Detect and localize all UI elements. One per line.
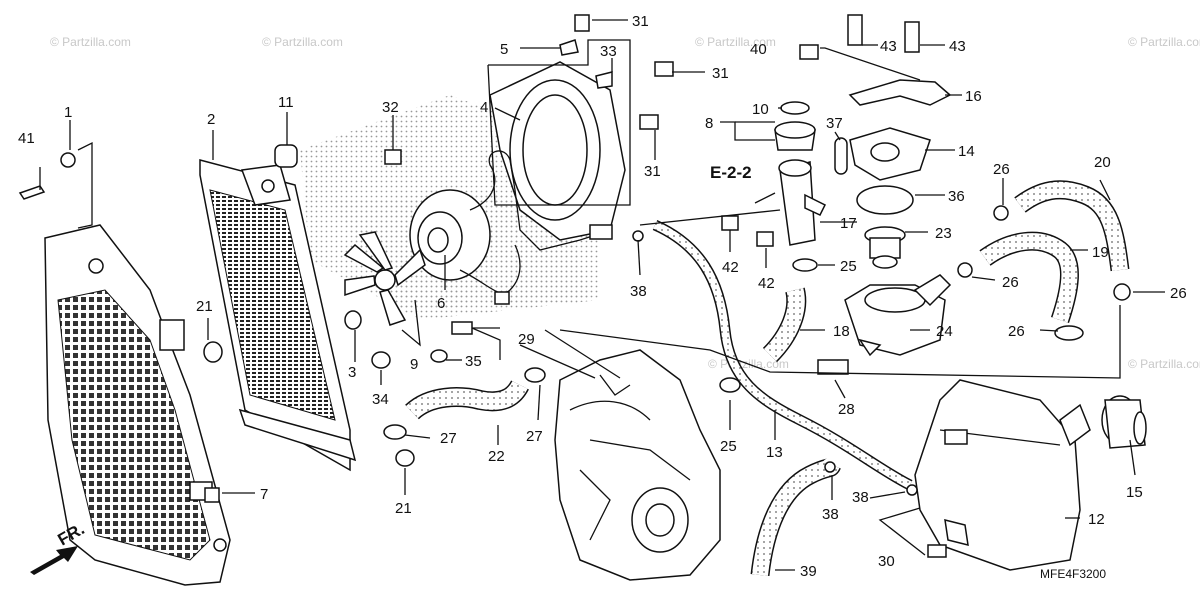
clamp-ring-5	[792, 258, 818, 272]
callout-25-top: 25	[840, 258, 857, 275]
clamp-ring-8	[383, 424, 407, 440]
clamp-ring-2	[957, 262, 973, 278]
callout-7: 7	[260, 486, 268, 503]
callout-24: 24	[936, 323, 953, 340]
callout-3: 3	[348, 364, 356, 381]
callout-29: 29	[518, 331, 535, 348]
engine-block	[554, 349, 721, 581]
callout-26-mid: 26	[1002, 274, 1019, 291]
callout-40: 40	[750, 41, 767, 58]
callout-38-right: 38	[852, 489, 869, 506]
callout-34: 34	[372, 391, 389, 408]
radiator-core	[199, 159, 357, 472]
callout-5: 5	[500, 41, 508, 58]
watermark-2: © Partzilla.com	[262, 35, 343, 49]
diagram-code: MFE4F3200	[1040, 567, 1106, 581]
callout-41: 41	[18, 130, 35, 147]
watermark-7: © Partzilla.com	[1128, 357, 1200, 371]
thermostat-housing	[844, 274, 952, 357]
callout-33: 33	[600, 43, 617, 60]
callout-32: 32	[382, 99, 399, 116]
callout-14: 14	[958, 143, 975, 160]
callout-9: 9	[410, 356, 418, 373]
reserve-tank	[914, 379, 1091, 571]
callout-27-right: 27	[526, 428, 543, 445]
callout-10: 10	[752, 101, 769, 118]
callout-36: 36	[948, 188, 965, 205]
callout-4: 4	[480, 99, 488, 116]
callout-8: 8	[705, 115, 713, 132]
clamp-ring-4	[1054, 325, 1084, 341]
callout-42-left: 42	[722, 259, 739, 276]
callout-35: 35	[465, 353, 482, 370]
callout-19: 19	[1092, 244, 1109, 261]
fan-motor	[409, 150, 613, 281]
o-ring	[856, 185, 914, 215]
callout-20: 20	[1094, 154, 1111, 171]
small-fasteners	[18, 14, 947, 558]
clamp-ring-3	[1113, 283, 1131, 301]
clamp-ring-7	[524, 367, 546, 383]
callout-30: 30	[878, 553, 895, 570]
callout-23: 23	[935, 225, 952, 242]
callout-2: 2	[207, 111, 215, 128]
callout-22: 22	[488, 448, 505, 465]
callout-27-left: 27	[440, 430, 457, 447]
callout-labels: 41 1 2 11 32 4 5 31 33 31 31 40 43 43 16…	[18, 13, 1187, 580]
callout-38-low: 38	[822, 506, 839, 523]
cap-seal	[780, 101, 810, 115]
callout-31-low: 31	[644, 163, 661, 180]
section-reference: E-2-2	[710, 163, 752, 182]
callout-25-low: 25	[720, 438, 737, 455]
reserve-tank-cap	[1101, 395, 1147, 449]
radiator-cap	[774, 121, 816, 151]
thermostat-cover	[849, 127, 931, 181]
leader-lines	[39, 19, 1165, 571]
watermark-3: © Partzilla.com	[695, 35, 776, 49]
watermark-1: © Partzilla.com	[50, 35, 131, 49]
callout-16: 16	[965, 88, 982, 105]
callout-13: 13	[766, 444, 783, 461]
callout-6: 6	[437, 295, 445, 312]
callout-26-right: 26	[1170, 285, 1187, 302]
callout-26-top: 26	[993, 161, 1010, 178]
callout-1: 1	[64, 104, 72, 121]
callout-39: 39	[800, 563, 817, 580]
watermark-4: © Partzilla.com	[1128, 35, 1200, 49]
callout-21-top: 21	[196, 298, 213, 315]
callout-26-lower: 26	[1008, 323, 1025, 340]
radiator-side-cover	[44, 224, 231, 586]
thermostat	[864, 226, 906, 269]
callout-37: 37	[826, 115, 843, 132]
callout-17: 17	[840, 215, 857, 232]
callout-43-right: 43	[949, 38, 966, 55]
callout-12: 12	[1088, 511, 1105, 528]
clamp-ring-1	[993, 205, 1009, 221]
callout-28: 28	[838, 401, 855, 418]
callout-42-right: 42	[758, 275, 775, 292]
bracket	[848, 79, 952, 106]
callout-31-mid: 31	[712, 65, 729, 82]
callout-21-low: 21	[395, 500, 412, 517]
wire-connector	[494, 291, 510, 305]
fan-wire	[459, 244, 521, 294]
callout-38-top: 38	[630, 283, 647, 300]
clamp-ring-6	[719, 377, 741, 393]
callout-11: 11	[278, 94, 294, 111]
callout-15: 15	[1126, 484, 1143, 501]
callout-43-left: 43	[880, 38, 897, 55]
callout-18: 18	[833, 323, 850, 340]
callout-31-top: 31	[632, 13, 649, 30]
filler-neck	[778, 159, 827, 246]
fan-blade	[343, 231, 426, 326]
